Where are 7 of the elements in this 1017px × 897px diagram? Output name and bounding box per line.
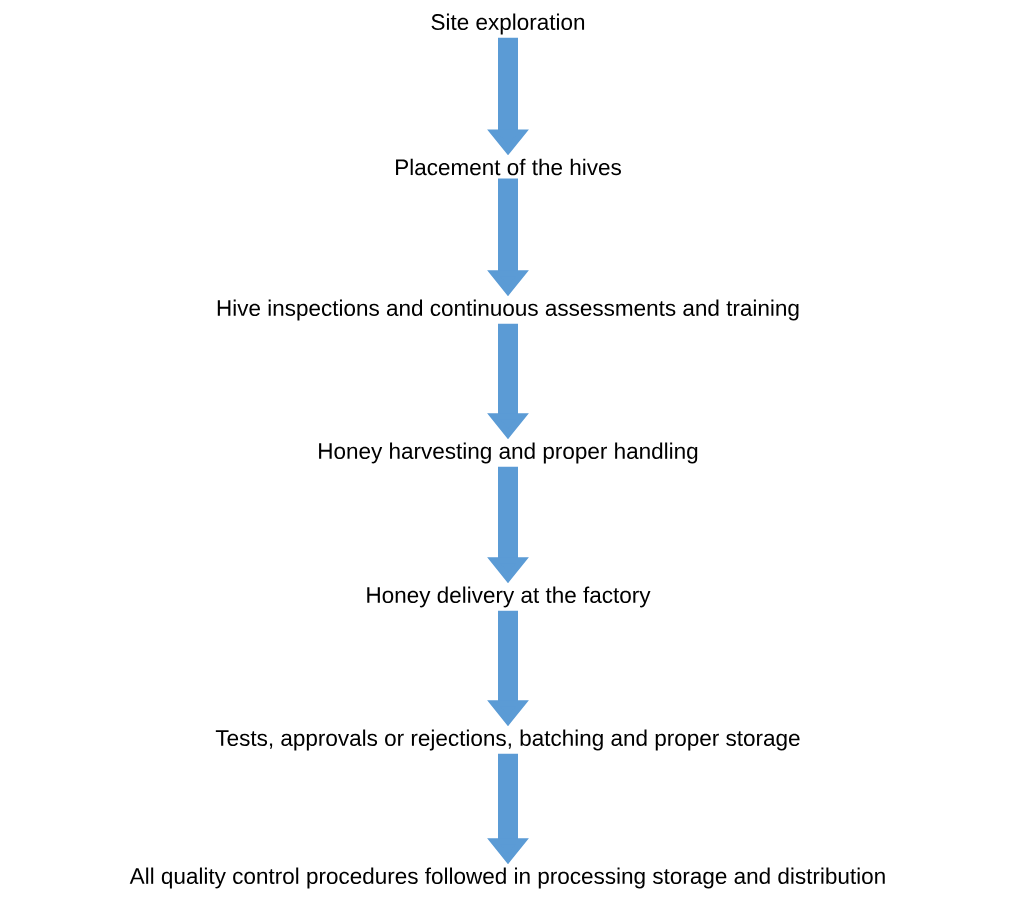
- step-text: Placement of the hives: [396, 158, 621, 176]
- step-text: Site exploration: [431, 13, 585, 35]
- step-text: Hive inspections and continuous assessments and training: [217, 299, 799, 321]
- step-text: Honey harvesting and proper handling: [319, 442, 698, 464]
- step-text: All quality control procedures followed in processing storage and distribution: [129, 867, 885, 889]
- step-text: Honey delivery at the factory: [367, 586, 651, 608]
- step-text: Tests, approvals or rejections, batching and proper storage: [215, 729, 800, 751]
